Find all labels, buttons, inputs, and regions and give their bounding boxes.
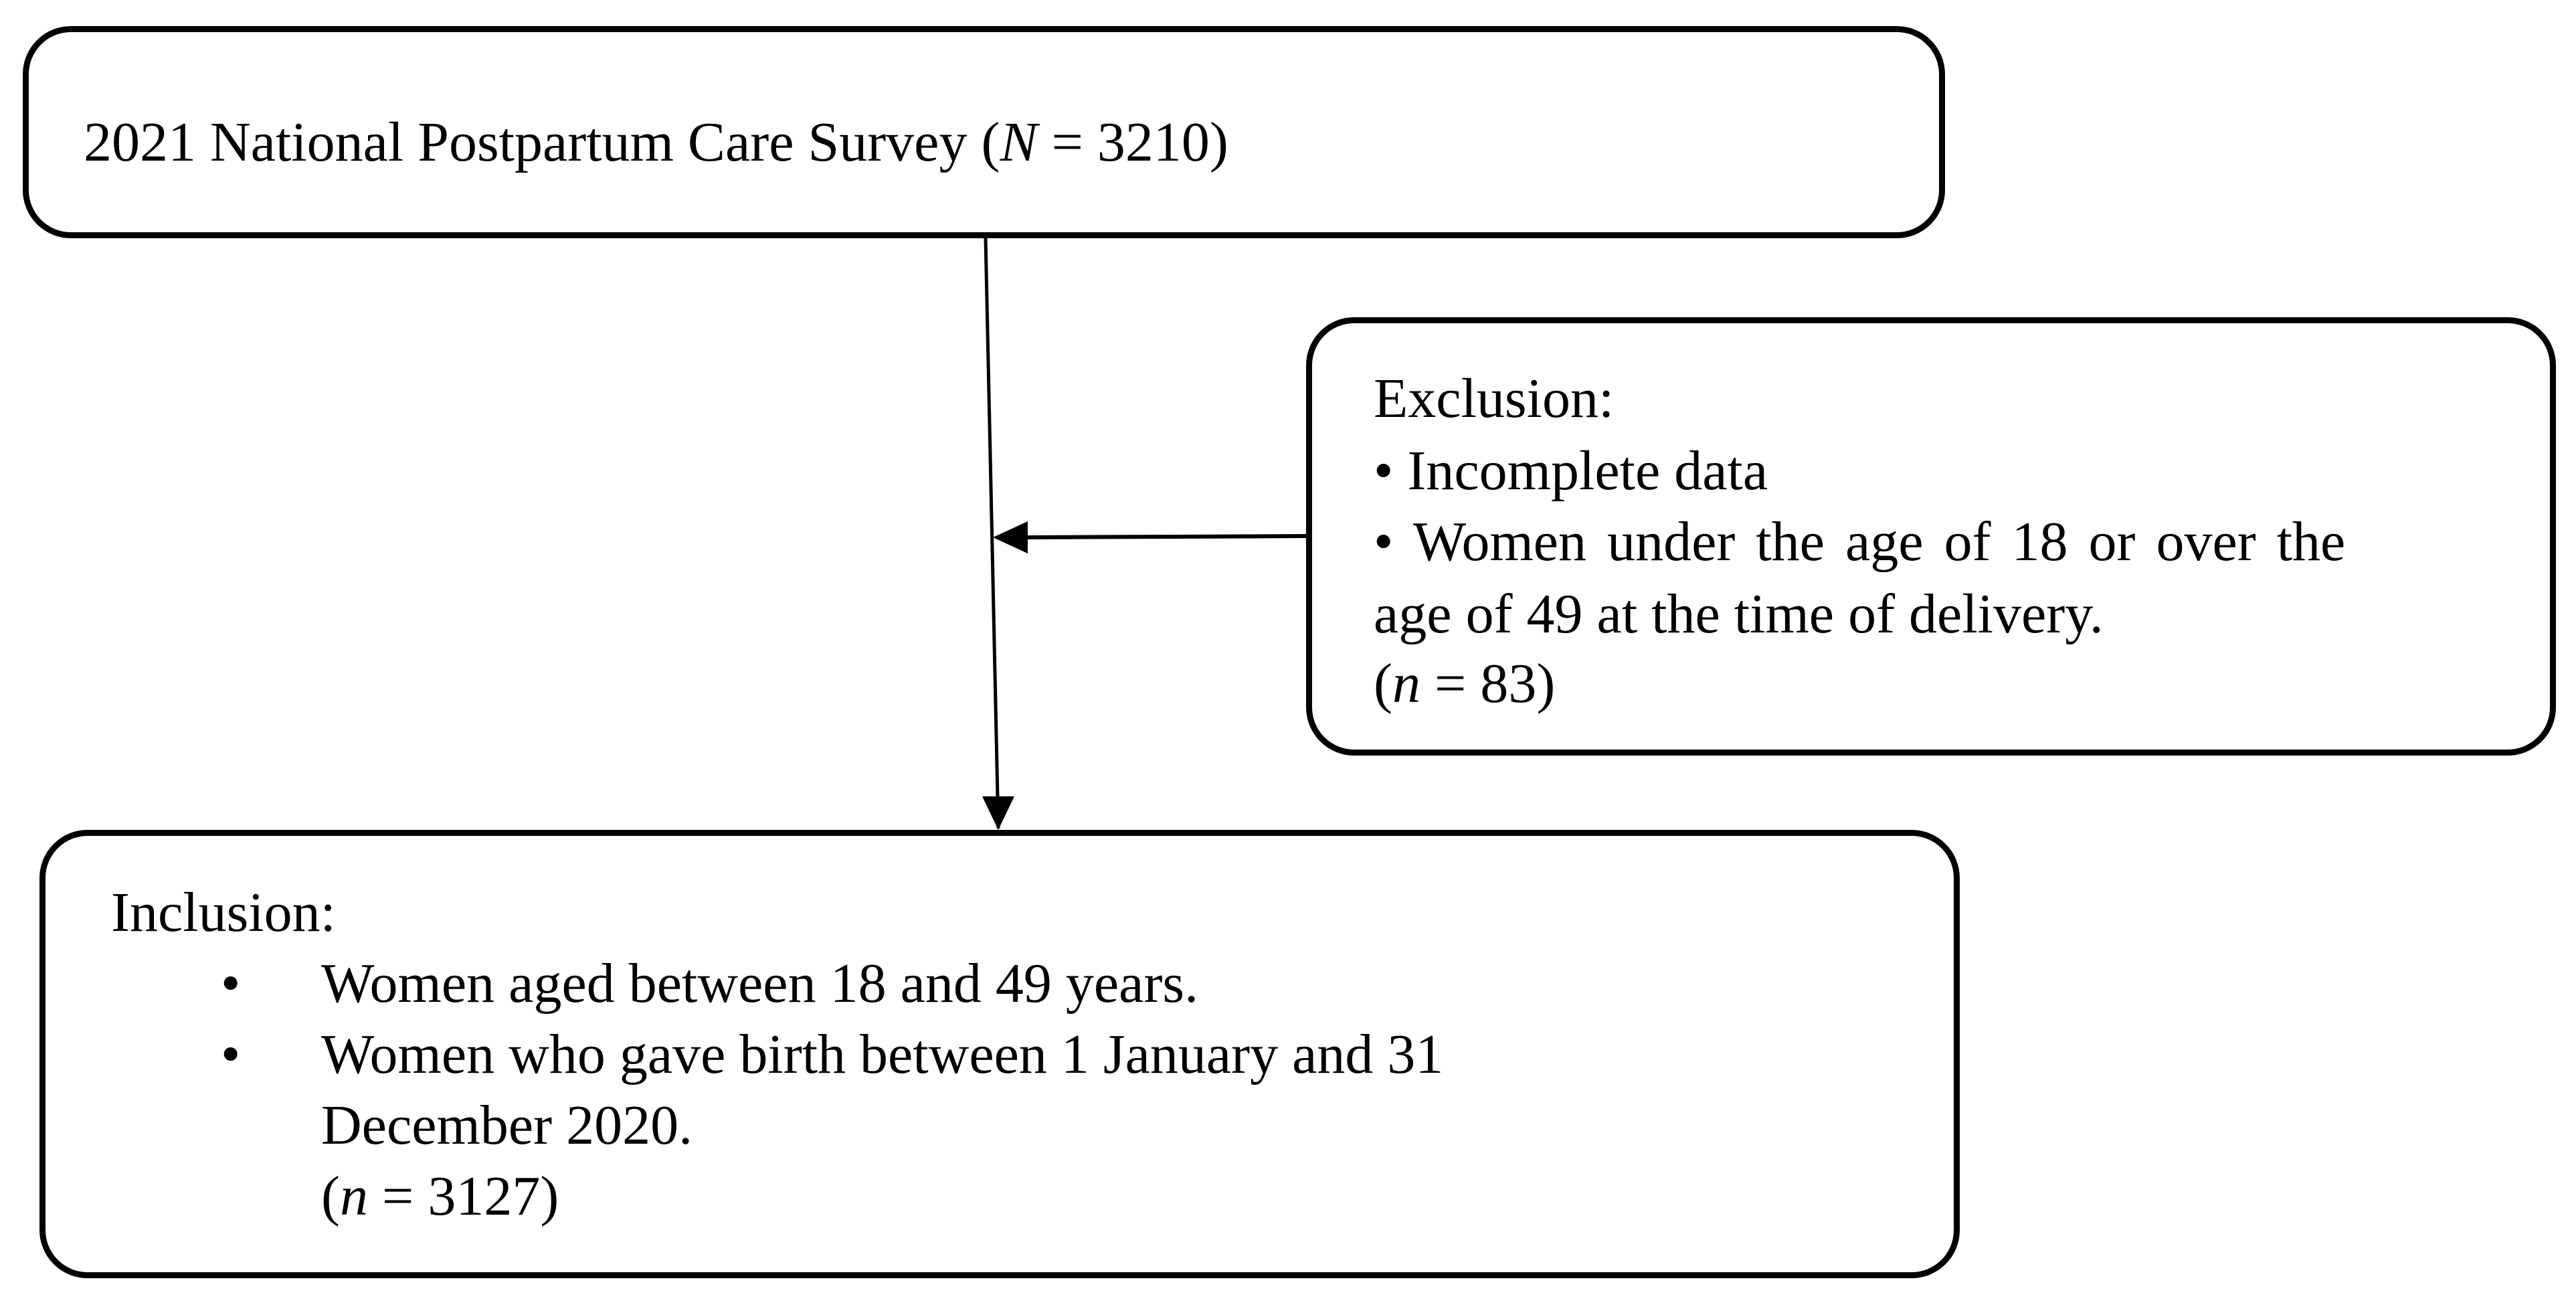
inclusion-count-value: 3127 [428, 1165, 541, 1227]
arrowhead-down [982, 796, 1014, 830]
source-text: 2021 National Postpartum Care Survey (N … [84, 111, 1228, 173]
exclusion-item: • Women under the age of 18 or over the [1374, 511, 2346, 573]
source-title: 2021 National Postpartum Care Survey [84, 111, 968, 173]
exclusion-box: Exclusion: • Incomplete data • Women und… [1306, 317, 2556, 756]
inclusion-item-continued: December 2020. [321, 1094, 693, 1156]
inclusion-count: (n = 3127) [321, 1165, 559, 1227]
arrow-exclusion-to-main [1023, 534, 1307, 539]
source-box: 2021 National Postpartum Care Survey (N … [23, 26, 1945, 238]
inclusion-count-label: n [339, 1165, 368, 1227]
exclusion-heading: Exclusion: [1374, 367, 1615, 430]
arrow-source-to-inclusion [984, 238, 1000, 829]
bullet-icon: • [221, 1023, 241, 1085]
inclusion-item: Women who gave birth between 1 January a… [321, 1023, 1444, 1085]
source-count-value: 3210 [1097, 111, 1210, 173]
exclusion-count-label: n [1392, 652, 1420, 715]
exclusion-count: (n = 83) [1374, 652, 1556, 715]
inclusion-item: Women aged between 18 and 49 years. [321, 952, 1199, 1015]
exclusion-item-text: Incomplete data [1407, 440, 1768, 502]
inclusion-box: Inclusion: • Women aged between 18 and 4… [39, 830, 1960, 1278]
inclusion-heading: Inclusion: [111, 881, 336, 944]
exclusion-item-continued: age of 49 at the time of delivery. [1374, 583, 2104, 645]
arrowhead-left [993, 521, 1028, 553]
exclusion-item-text: Women under the age of 18 or over the [1412, 511, 2346, 573]
exclusion-item: • Incomplete data [1374, 440, 1768, 502]
bullet-icon: • [221, 952, 241, 1015]
exclusion-count-value: 83 [1480, 652, 1537, 715]
source-count-label: N [1000, 111, 1038, 173]
